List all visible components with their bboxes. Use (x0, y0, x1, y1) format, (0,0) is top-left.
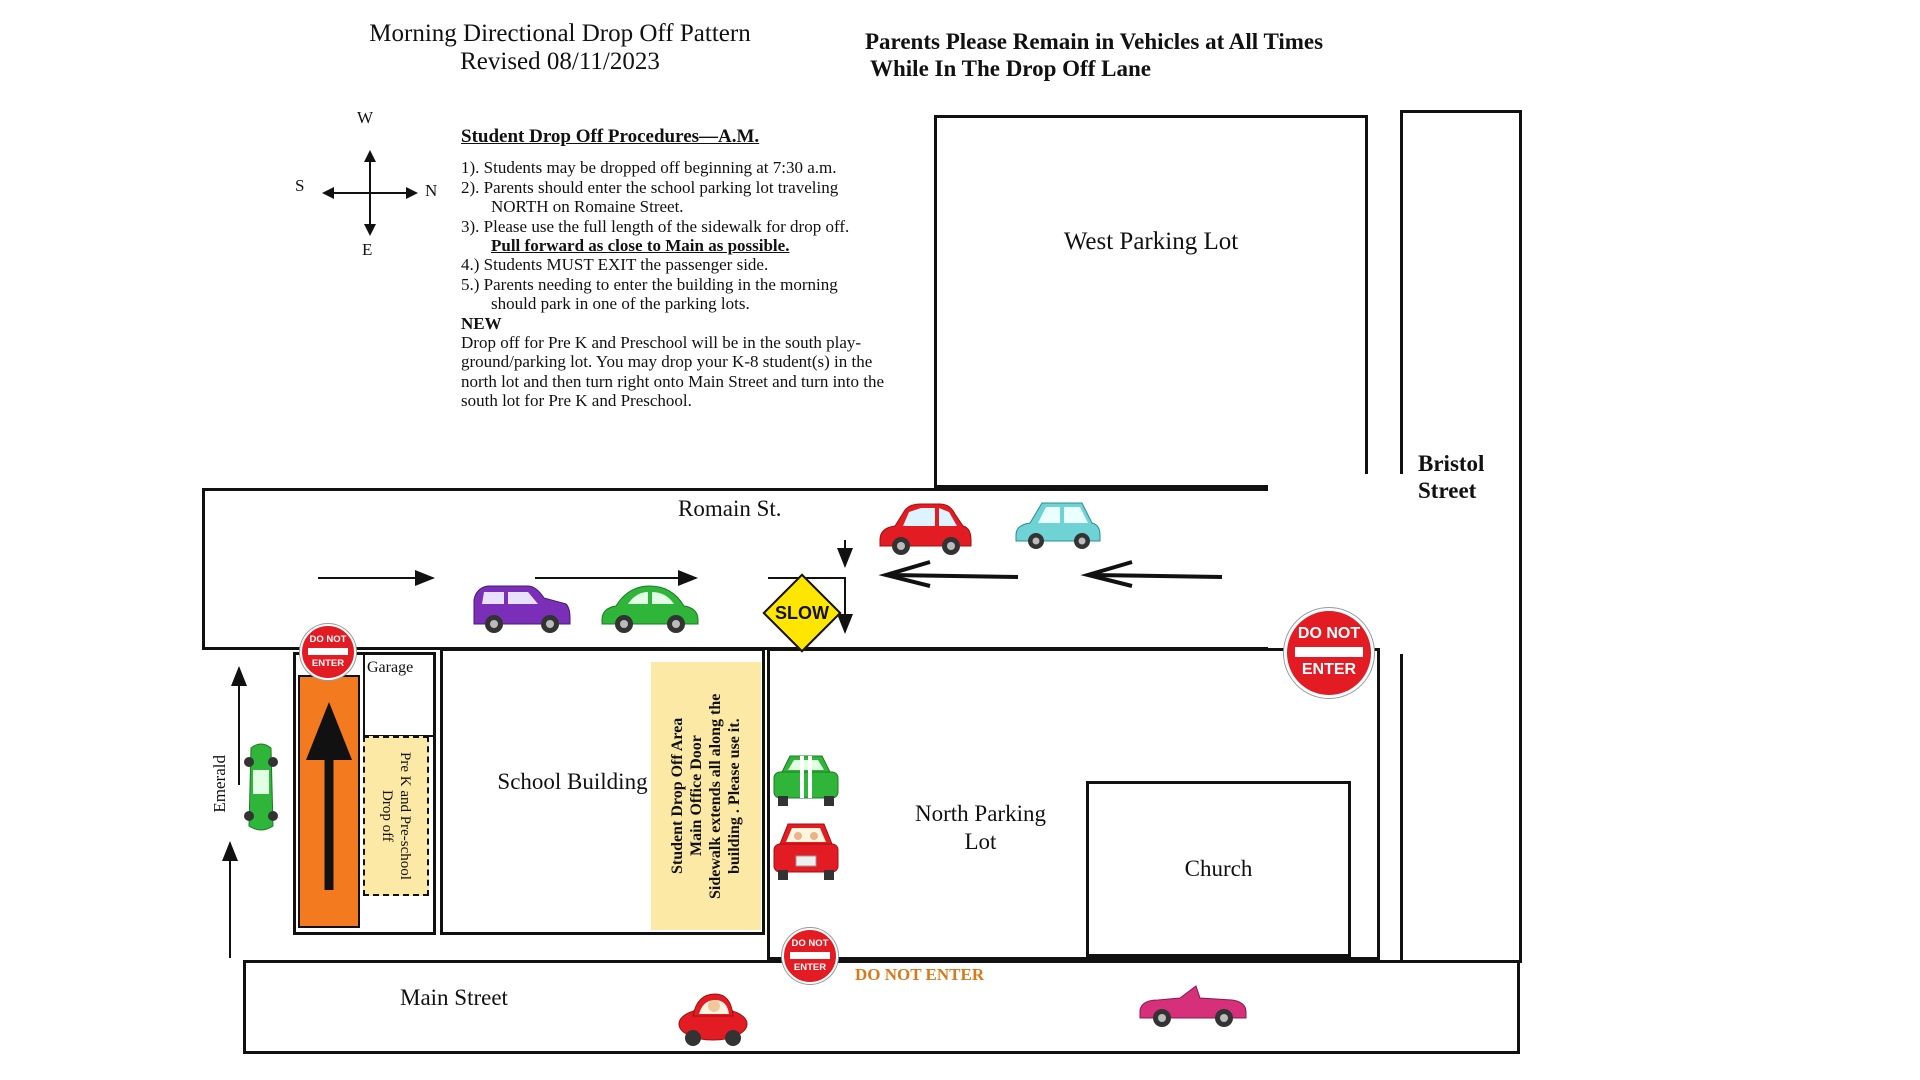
procedures-new-text: north lot and then turn right onto Main … (461, 371, 885, 391)
compass-east-label: E (362, 240, 373, 259)
west-parking-lot-label: West Parking Lot (1063, 227, 1239, 255)
do-not-enter-sign-large-icon: DO NOT ENTER (1284, 608, 1374, 698)
main-street-label: Main Street (400, 985, 508, 1010)
student-dropoff-area: Student Drop Off Area Main Office Door S… (651, 662, 761, 930)
pink-convertible-icon (1139, 985, 1247, 1027)
procedure-item-emphasis: Pull forward as close to Main as possibl… (491, 236, 790, 256)
church-label: Church (1184, 856, 1253, 881)
map-title: Morning Directional Drop Off Pattern Rev… (340, 20, 780, 76)
green-car-icon (601, 585, 699, 633)
sign-text: ENTER (311, 658, 345, 669)
dropoff-line-3: Sidewalk extends all along the (707, 693, 724, 899)
garage: Garage (363, 655, 433, 737)
school-building-label: School Building (497, 768, 648, 794)
procedures-new-label: NEW (461, 313, 502, 333)
main-street (243, 960, 1520, 1054)
emerald-street-label: Emerald (210, 755, 229, 813)
sign-text: ENTER (793, 962, 827, 973)
north-lot-line-2: Lot (964, 829, 997, 854)
teal-car-icon (1015, 502, 1101, 549)
procedure-item: 2). Parents should enter the school park… (461, 177, 839, 197)
sign-text: DO NOT (791, 938, 829, 949)
red-car-front-icon (773, 823, 839, 880)
procedures-new-text: south lot for Pre K and Preschool. (461, 391, 692, 411)
garage-label: Garage (367, 659, 414, 676)
arrow-turn (768, 577, 853, 634)
dropoff-line-2: Main Office Door (688, 735, 705, 857)
arrow-west-thick (889, 573, 1019, 579)
procedure-item: should park in one of the parking lots. (491, 294, 750, 314)
north-lot-line-1: North Parking (915, 801, 1046, 826)
do-not-enter-sign-icon: DO NOT ENTER (300, 624, 356, 680)
procedure-item: 4.) Students MUST EXIT the passenger sid… (461, 255, 769, 275)
bristol-label-line-1: Bristol (1418, 451, 1485, 476)
procedures-new-text: ground/parking lot. You may drop your K-… (461, 352, 873, 372)
red-car-icon (879, 503, 972, 555)
red-cartoon-car-icon (678, 993, 748, 1046)
procedure-item: 5.) Parents needing to enter the buildin… (461, 274, 838, 294)
procedures-new-text: Drop off for Pre K and Preschool will be… (461, 333, 862, 353)
green-car-front-icon (773, 755, 839, 806)
compass-west-label: W (357, 108, 374, 127)
bristol-street-label: Bristol Street (1418, 450, 1484, 504)
arrow-west-head (1080, 560, 1133, 588)
title-line-1: Morning Directional Drop Off Pattern (369, 20, 751, 47)
compass-rose-icon (322, 150, 418, 236)
dropoff-line-4: building . Please use it. (726, 718, 743, 874)
student-dropoff-text: Student Drop Off Area Main Office Door S… (668, 671, 744, 921)
procedure-item: NORTH on Romaine Street. (491, 197, 684, 217)
compass-south-label: S (295, 176, 305, 195)
orange-lane-up-arrow-icon (306, 702, 352, 890)
church: Church (1086, 781, 1351, 957)
dropoff-line-1: Student Drop Off Area (669, 717, 686, 875)
bristol-label-line-2: Street (1418, 478, 1477, 503)
warning-line-1: Parents Please Remain in Vehicles at All… (865, 29, 1324, 54)
prek-dropoff-label: Pre K and Pre-school Drop off (379, 752, 413, 880)
sign-text: ENTER (1301, 661, 1357, 678)
do-not-enter-sign-icon: DO NOT ENTER (782, 928, 838, 984)
west-parking-lot: West Parking Lot (934, 115, 1368, 488)
compass-north-label: N (425, 181, 438, 200)
do-not-enter-text: DO NOT ENTER (855, 965, 985, 984)
sign-text: DO NOT (1297, 625, 1361, 642)
warning-line-2: While In The Drop Off Lane (870, 56, 1151, 81)
procedure-item: 3). Please use the full length of the si… (461, 216, 850, 236)
procedures-panel: Student Drop Off Procedures—A.M. 1). Stu… (461, 127, 931, 411)
slow-sign-label: SLOW (775, 602, 829, 623)
parent-warning: Parents Please Remain in Vehicles at All… (865, 28, 1425, 82)
prek-dropoff-zone: Pre K and Pre-school Drop off (363, 736, 429, 896)
romain-street-label: Romain St. (678, 496, 782, 521)
green-convertible-icon (244, 743, 278, 831)
sign-text: DO NOT (309, 634, 347, 645)
north-parking-lot-label: North Parking Lot (915, 800, 1046, 856)
arrow-west-head (878, 560, 931, 588)
arrow-west-thick (1091, 573, 1223, 579)
procedures-heading: Student Drop Off Procedures—A.M. (461, 126, 760, 147)
purple-suv-icon (473, 585, 571, 633)
title-revised-date: Revised 08/11/2023 (460, 48, 660, 75)
procedure-item: 1). Students may be dropped off beginnin… (461, 158, 837, 178)
